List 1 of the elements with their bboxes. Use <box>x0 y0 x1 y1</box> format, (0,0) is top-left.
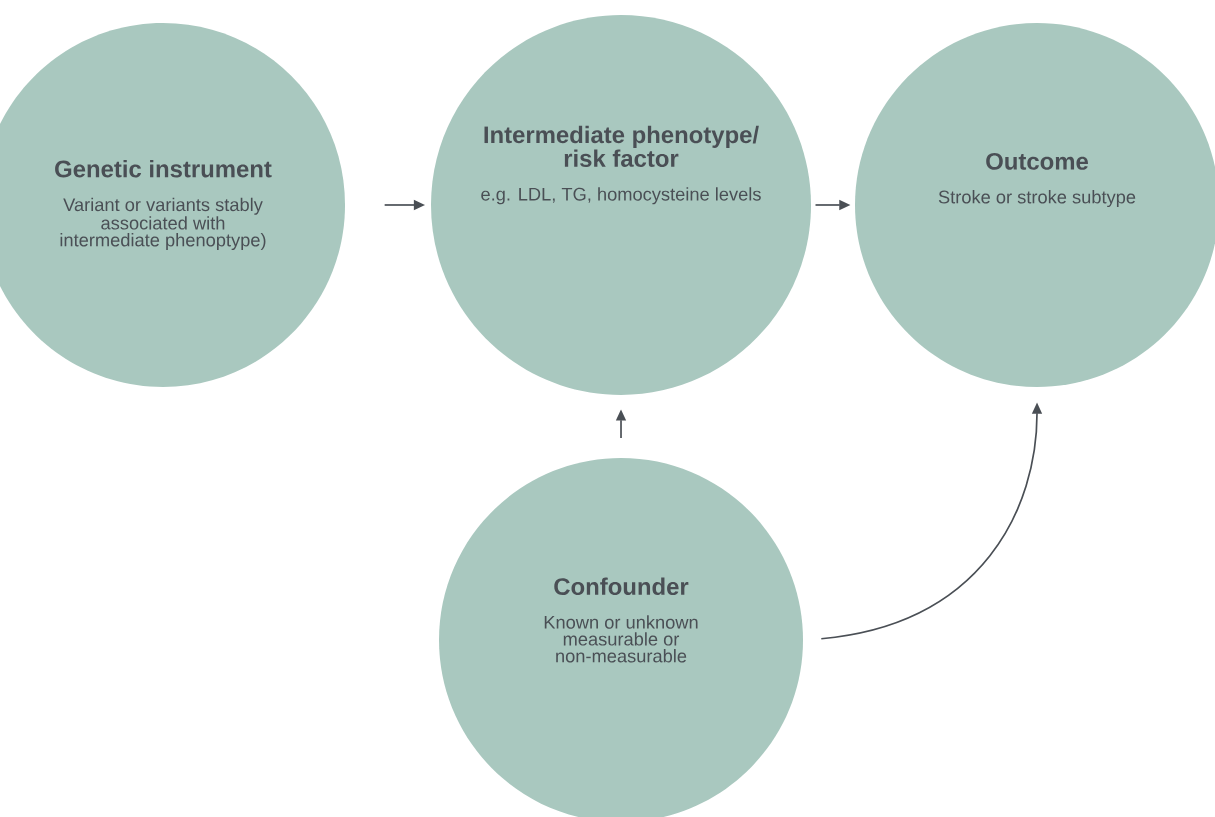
circle-node: Intermediate phenotype/ risk factor e.g. LDL, TG, homocysteine levels <box>431 15 811 395</box>
